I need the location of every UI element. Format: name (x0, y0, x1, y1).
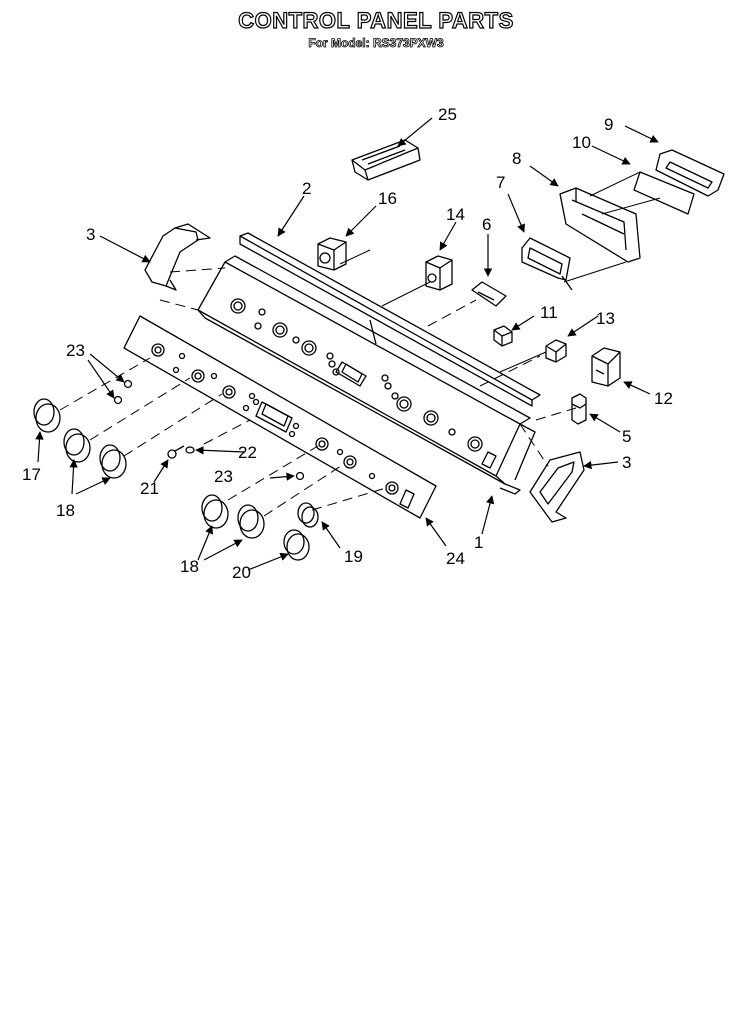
callout-9: 9 (604, 115, 613, 134)
callout-19: 19 (344, 547, 363, 566)
leader-lines (339, 171, 661, 373)
callout-17: 17 (22, 465, 41, 484)
callout-7: 7 (496, 173, 505, 192)
part-6-display (471, 281, 507, 307)
part-7-bracket (521, 237, 573, 291)
callout-25: 25 (438, 105, 457, 124)
knob-18-left-b (99, 444, 127, 479)
part-14-switch (425, 255, 453, 291)
callout-23-upper: 23 (66, 341, 85, 360)
part-8-frame (559, 187, 641, 263)
knob-18-left-a (63, 428, 91, 463)
callout-20: 20 (232, 563, 251, 582)
callout-11: 11 (540, 303, 558, 322)
right-end-bracket (529, 451, 585, 523)
callout-5: 5 (622, 427, 631, 446)
callout-22: 22 (238, 443, 257, 462)
callout-18-right: 18 (180, 557, 199, 576)
page-title: CONTROL PANEL PARTS (238, 7, 514, 33)
screw-23-lower (295, 471, 305, 481)
callout-13: 13 (596, 309, 615, 328)
part-10-gasket (633, 171, 695, 215)
callout-1: 1 (474, 533, 483, 552)
part-5-clip (571, 393, 587, 425)
callout-3-right: 3 (622, 453, 631, 472)
screw-23-upper-a (123, 379, 133, 389)
callout-8: 8 (512, 149, 521, 168)
callout-24: 24 (446, 549, 465, 568)
top-trim-strip (239, 232, 541, 407)
callout-3-left: 3 (86, 225, 95, 244)
left-end-bracket (144, 223, 211, 291)
callout-6: 6 (482, 215, 491, 234)
callout-10: 10 (572, 133, 591, 152)
main-control-panel (197, 255, 536, 495)
screw-23-upper-b (113, 395, 123, 405)
callout-14: 14 (446, 205, 465, 224)
knob-19 (297, 502, 319, 528)
callout-21: 21 (140, 479, 159, 498)
screw-21 (167, 445, 185, 459)
part-9-lens (655, 149, 725, 197)
knob-18-right-a (201, 494, 229, 529)
part-25-connector (351, 139, 421, 181)
part-13-connector (545, 339, 567, 363)
part-12-relay (591, 347, 621, 387)
callout-arrows (35, 117, 659, 571)
callout-18-left: 18 (56, 501, 75, 520)
knob-17 (33, 398, 61, 433)
callout-23-lower: 23 (214, 467, 233, 486)
control-panel-overlay (123, 315, 437, 519)
part-11-connector (493, 325, 513, 347)
callout-16: 16 (378, 189, 397, 208)
knob-18-right-b (237, 504, 265, 539)
callout-labels: 25 9 10 8 2 16 14 6 7 3 11 13 23 12 5 22… (22, 105, 673, 582)
callout-12: 12 (654, 389, 673, 408)
callout-2: 2 (302, 179, 311, 198)
spring-22 (185, 446, 195, 454)
knob-20 (283, 529, 310, 561)
model-subtitle: For Model: RS373PXW3 (308, 36, 444, 51)
part-16-switch (317, 237, 347, 271)
